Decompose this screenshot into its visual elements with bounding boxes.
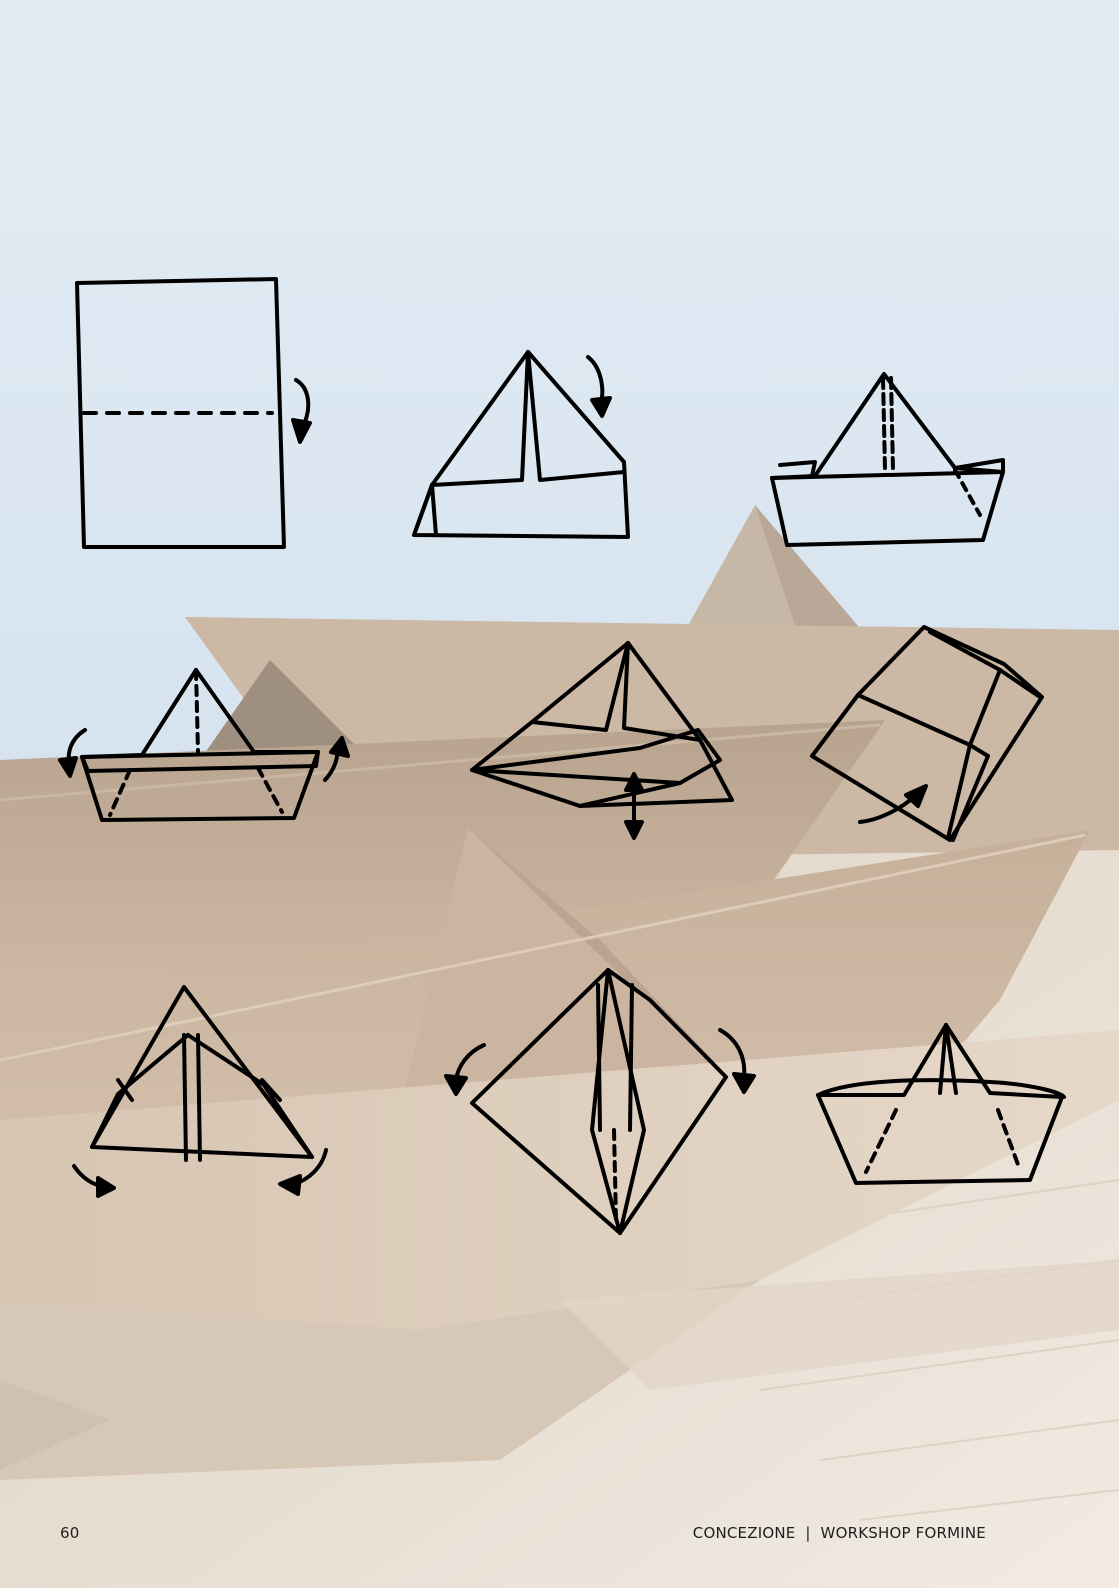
fold-down-arrow-icon (293, 380, 310, 442)
step-1-fold-sheet-in-half (77, 279, 310, 547)
fold-back-arrow-icon (325, 738, 348, 780)
step-9-finished-paper-boat (818, 1025, 1064, 1183)
step-3-fold-bottom-flaps-up (772, 374, 1003, 545)
fold-back-arrow-icon (60, 730, 85, 776)
page-number: 60 (60, 1524, 80, 1542)
fold-down-arrow-icon (720, 1030, 754, 1092)
step-8-open-diamond (446, 970, 754, 1233)
step-5-open-and-flatten (472, 643, 732, 838)
step-2-fold-corners-to-center (414, 352, 628, 537)
fold-down-arrow-icon (446, 1045, 484, 1094)
fold-down-arrow-icon (588, 357, 610, 416)
step-4-fold-flap-corners-back (60, 670, 348, 820)
step-6-fold-up-to-square (812, 627, 1042, 840)
section-title: CONCEZIONE | WORKSHOP FORMINE (693, 1524, 986, 1542)
step-7-triangle-pull-corners (74, 987, 326, 1196)
pull-corner-arrow-icon (74, 1166, 114, 1196)
